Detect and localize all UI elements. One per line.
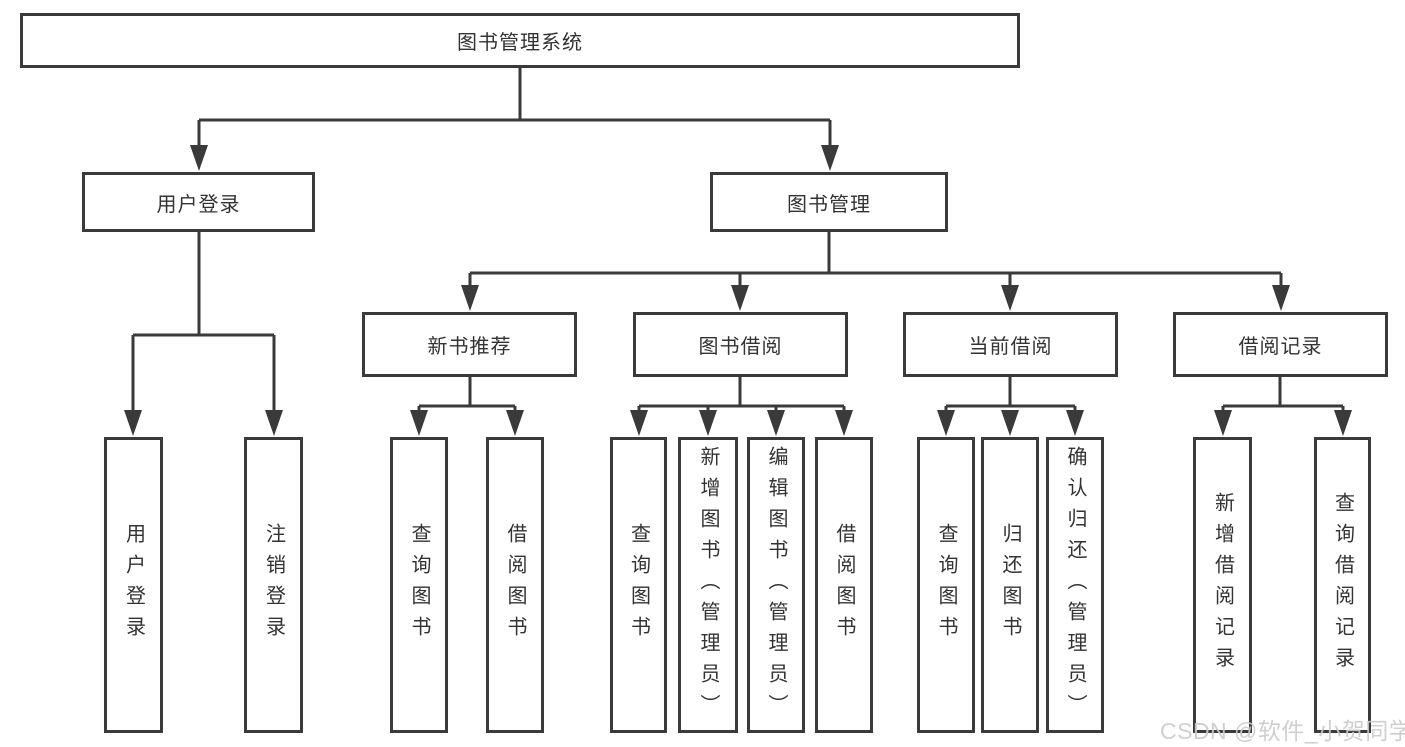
leaf-current-query-books-label: 查询图书 [935,523,957,647]
leaf-recommend-query-books-label: 查询图书 [408,523,430,647]
node-book-management: 图书管理 [710,172,948,232]
connector-userlogin-to-leaves [124,232,283,436]
leaf-recommend-borrow-books-label: 借阅图书 [504,523,526,647]
leaf-add-borrow-record-label: 新增借阅记录 [1211,492,1234,678]
connector-borrowrecords-to-leaves [1214,377,1352,436]
leaf-recommend-borrow-books: 借阅图书 [486,437,544,733]
node-borrow-records-label: 借阅记录 [1238,336,1323,358]
leaf-add-borrow-record: 新增借阅记录 [1193,437,1252,733]
node-book-management-label: 图书管理 [787,193,871,216]
connector-bookborrow-to-leaves [630,377,853,436]
leaf-borrow-query-books: 查询图书 [610,437,667,733]
leaf-current-query-books: 查询图书 [917,437,975,733]
leaf-query-borrow-record-label: 查询借阅记录 [1331,492,1354,678]
leaf-logout: 注销登录 [244,437,303,733]
leaf-return-books-label: 归还图书 [999,523,1021,647]
node-borrow-records: 借阅记录 [1173,312,1388,377]
leaf-borrow-books: 借阅图书 [815,437,873,733]
leaf-add-books-admin-label: 新增图书（管理员） [697,445,719,725]
node-book-borrow: 图书借阅 [633,312,848,377]
node-new-book-recommend-label: 新书推荐 [427,336,512,358]
leaf-recommend-query-books: 查询图书 [390,437,448,733]
connector-bookmgmt-to-level3 [461,232,1290,311]
node-user-login: 用户登录 [82,172,315,232]
leaf-confirm-return-admin-label: 确认归还（管理员） [1064,445,1086,725]
leaf-query-borrow-record: 查询借阅记录 [1314,437,1371,733]
csdn-watermark: CSDN @软件_小贺同学 [1160,718,1405,744]
node-current-borrow: 当前借阅 [903,312,1118,377]
leaf-user-login: 用户登录 [104,437,163,733]
connector-currentborrow-to-leaves [937,377,1084,436]
leaf-edit-books-admin: 编辑图书（管理员） [747,437,805,733]
leaf-edit-books-admin-label: 编辑图书（管理员） [765,445,787,725]
node-root-label: 图书管理系统 [457,32,583,54]
node-user-login-label: 用户登录 [156,193,241,216]
node-book-borrow-label: 图书借阅 [698,336,783,358]
leaf-borrow-books-label: 借阅图书 [833,523,855,647]
node-current-borrow-label: 当前借阅 [968,336,1053,358]
connector-root-to-level2 [190,68,839,171]
leaf-logout-label: 注销登录 [262,523,285,647]
connector-newbook-to-leaves [410,377,524,436]
leaf-return-books: 归还图书 [981,437,1039,733]
node-root: 图书管理系统 [20,13,1020,68]
leaf-borrow-query-books-label: 查询图书 [627,523,650,647]
leaf-add-books-admin: 新增图书（管理员） [678,437,738,733]
node-new-book-recommend: 新书推荐 [362,312,577,377]
leaf-user-login-label: 用户登录 [122,523,145,647]
leaf-confirm-return-admin: 确认归还（管理员） [1046,437,1104,733]
